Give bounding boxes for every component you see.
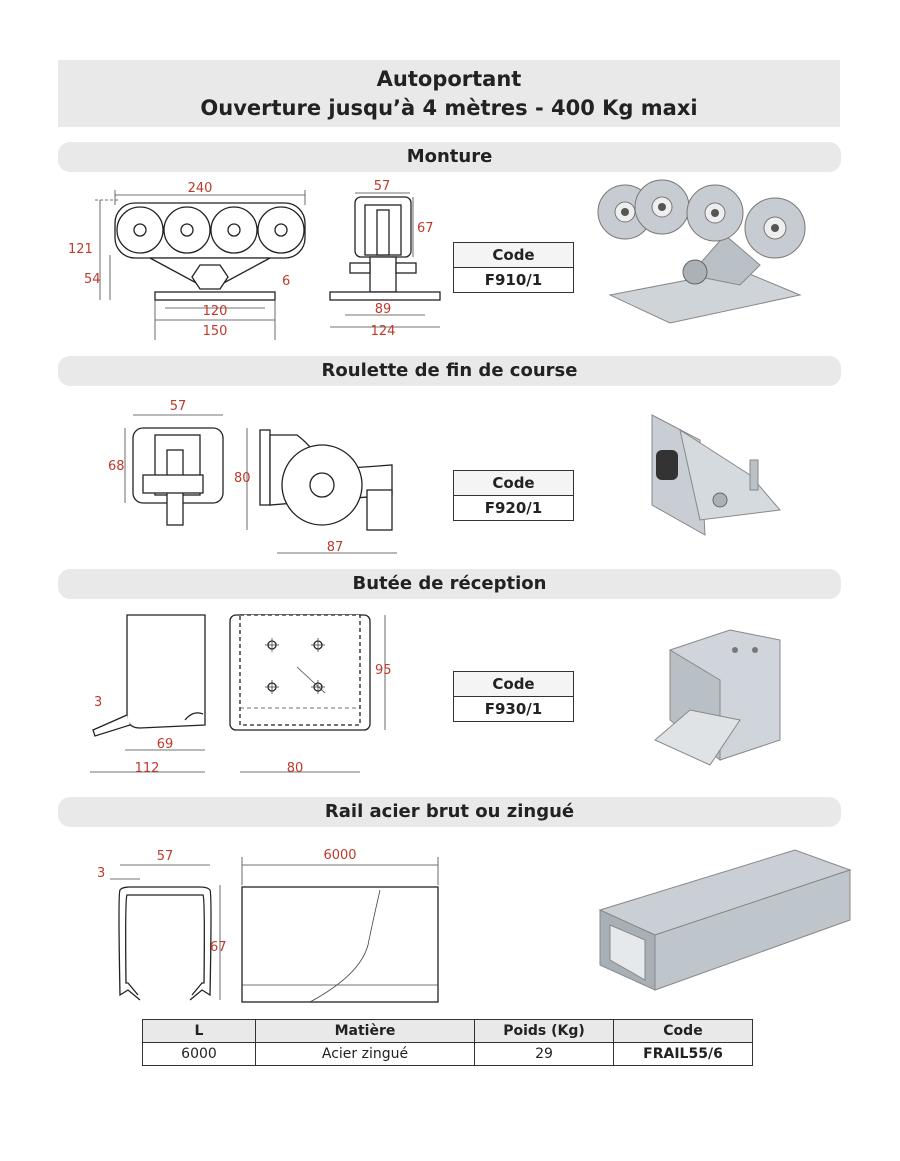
roulette-front-drawing: 57 68	[108, 399, 224, 526]
table-row: 6000 Acier zingué 29 FRAIL55/6	[142, 1042, 753, 1066]
section-title-monture: Monture	[58, 142, 841, 172]
code-box-butee: Code F930/1	[453, 671, 574, 722]
page-header: Autoportant Ouverture jusqu’à 4 mètres -…	[58, 60, 840, 127]
code-label: Code	[454, 243, 573, 268]
dim-57: 57	[157, 849, 174, 864]
dim-80: 80	[287, 761, 304, 776]
cell-weight: 29	[474, 1042, 614, 1066]
section-title-rail: Rail acier brut ou zingué	[58, 797, 841, 827]
dim-80: 80	[234, 471, 251, 486]
cell-length: 6000	[142, 1042, 256, 1066]
dim-67: 67	[417, 221, 434, 236]
roulette-side-drawing: 80 87	[234, 428, 397, 555]
code-value: F930/1	[484, 700, 543, 718]
monture-front-drawing: 240 121 54 120 150 6	[68, 181, 306, 340]
dim-120: 120	[203, 304, 228, 319]
rail-profile-drawing: 57 3 67	[97, 849, 227, 1001]
header-title: Autoportant	[376, 67, 522, 91]
dim-3: 3	[94, 695, 102, 710]
monture-photo	[597, 179, 806, 324]
dim-54: 54	[84, 272, 101, 287]
dim-240: 240	[188, 181, 213, 196]
dim-121: 121	[68, 242, 93, 257]
butee-back-drawing: 95 80	[229, 614, 392, 776]
code-label: Code	[454, 471, 573, 496]
code-box-roulette: Code F920/1	[453, 470, 574, 521]
table-header-matiere: Matière	[255, 1019, 475, 1043]
monture-side-drawing: 57 67 89 124	[329, 179, 441, 339]
table-header-row: L Matière Poids (Kg) Code	[142, 1019, 753, 1043]
table-header-poids: Poids (Kg)	[474, 1019, 614, 1043]
rail-photo	[598, 849, 852, 991]
dim-124: 124	[371, 324, 396, 339]
code-box-monture: Code F910/1	[453, 242, 574, 293]
butee-photo	[654, 629, 781, 766]
dim-112: 112	[135, 761, 160, 776]
dim-67: 67	[210, 940, 227, 955]
dim-6: 6	[282, 274, 290, 289]
butee-front-drawing: 3 69 112	[90, 614, 206, 776]
table-header-code: Code	[613, 1019, 753, 1043]
cell-material: Acier zingué	[255, 1042, 475, 1066]
dim-57: 57	[170, 399, 187, 414]
rail-spec-table: L Matière Poids (Kg) Code 6000 Acier zin…	[142, 1019, 753, 1066]
dim-69: 69	[157, 737, 174, 752]
dim-68: 68	[108, 459, 125, 474]
roulette-photo	[651, 414, 781, 536]
dim-6000: 6000	[323, 848, 356, 863]
code-value: F920/1	[484, 499, 543, 517]
dim-150: 150	[203, 324, 228, 339]
header-subtitle: Ouverture jusqu’à 4 mètres - 400 Kg maxi	[200, 96, 698, 120]
cell-code: FRAIL55/6	[613, 1042, 753, 1066]
dim-57: 57	[374, 179, 391, 194]
dim-3: 3	[97, 866, 105, 881]
dim-87: 87	[327, 540, 344, 555]
rail-side-drawing: 6000	[241, 848, 439, 1003]
table-header-l: L	[142, 1019, 256, 1043]
code-value: F910/1	[484, 271, 543, 289]
section-title-roulette: Roulette de fin de course	[58, 356, 841, 386]
section-title-butee: Butée de réception	[58, 569, 841, 599]
code-label: Code	[454, 672, 573, 697]
dim-89: 89	[375, 302, 392, 317]
dim-95: 95	[375, 663, 392, 678]
